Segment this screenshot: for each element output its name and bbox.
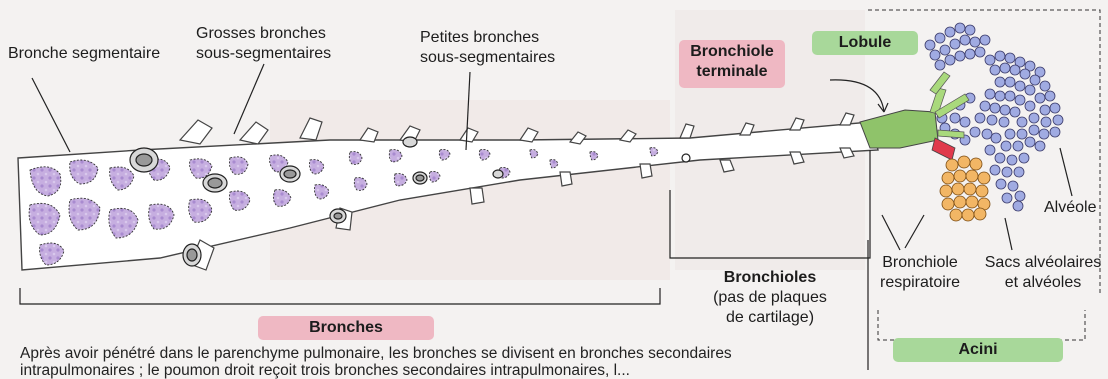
tag-acini: Acini — [893, 338, 1063, 362]
label-bronchiole-terminale-1: Bronchiole — [679, 42, 785, 62]
tag-lobule: Lobule — [812, 31, 918, 55]
label-sacs-2: et alvéoles — [978, 273, 1108, 293]
paragraph-line-1: Après avoir pénétré dans le parenchyme p… — [20, 345, 732, 362]
label-bronchiole-respiratoire: Bronchiole respiratoire — [874, 253, 966, 293]
label-bronchioles-2: (pas de plaques — [700, 288, 840, 308]
tag-bronches: Bronches — [258, 316, 434, 340]
label-petites-bronches-1: Petites bronches — [420, 28, 539, 48]
label-bronchiole-respiratoire-2: respiratoire — [874, 273, 966, 293]
label-grosses-bronches-1: Grosses bronches — [196, 24, 326, 44]
label-bronchioles: Bronchioles (pas de plaques de cartilage… — [700, 268, 840, 328]
tag-bronchiole-terminale: Bronchiole terminale — [679, 40, 785, 88]
label-bronchioles-1: Bronchioles — [700, 268, 840, 288]
label-sacs-alveolaires: Sacs alvéolaires et alvéoles — [978, 253, 1108, 293]
paragraph-line-2: intrapulmonaires ; le poumon droit reçoi… — [20, 362, 732, 379]
label-bronche-segmentaire: Bronche segmentaire — [8, 44, 160, 64]
label-bronchiole-terminale-2: terminale — [679, 62, 785, 82]
label-bronchioles-3: de cartilage) — [700, 308, 840, 328]
label-petites-bronches-2: sous-segmentaires — [420, 48, 555, 68]
label-alveole: Alvéole — [1044, 198, 1096, 218]
label-sacs-1: Sacs alvéolaires — [978, 253, 1108, 273]
label-grosses-bronches-2: sous-segmentaires — [196, 44, 331, 64]
label-bronchiole-respiratoire-1: Bronchiole — [874, 253, 966, 273]
